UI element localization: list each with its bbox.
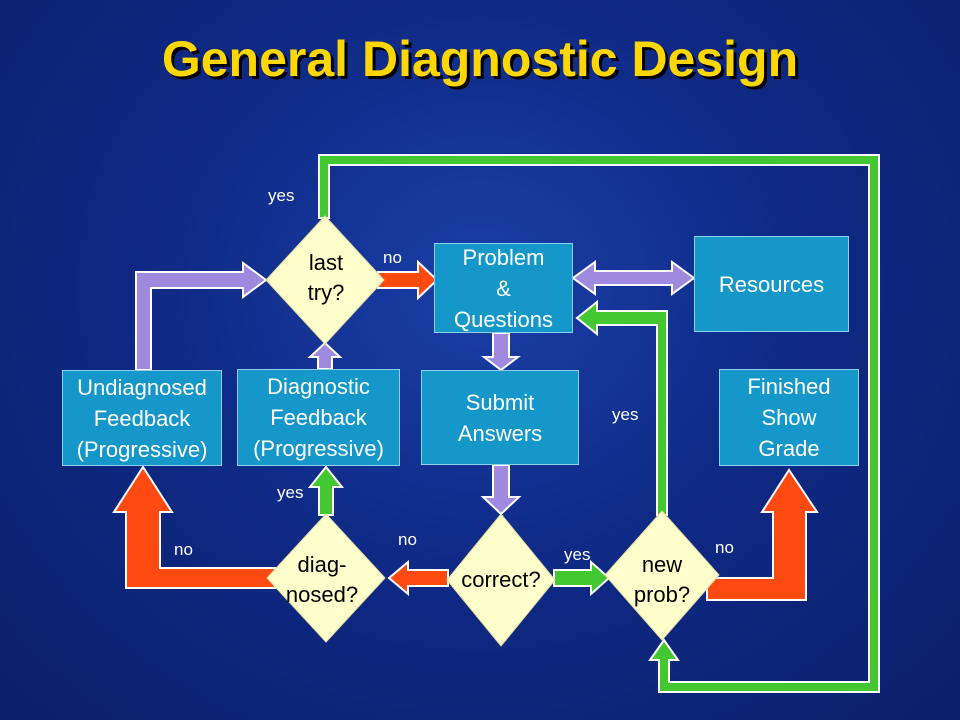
edge-label-last-try-no: no	[383, 248, 402, 267]
arrow-problem-resources	[571, 260, 696, 296]
arrow-undiagnosed-last-try	[135, 261, 268, 371]
edge-label-new-prob-yes: yes	[612, 405, 639, 424]
new-prob-line2: prob?	[633, 582, 691, 607]
finished-line1: Finished	[747, 374, 831, 399]
problem-line3: Questions	[453, 306, 554, 332]
arrow-new-prob-no	[706, 468, 819, 601]
finished-line2: Show	[761, 405, 817, 430]
edge-label-correct-no: no	[398, 530, 417, 549]
arrow-problem-submit	[481, 332, 521, 372]
new-prob-label: new prob?	[620, 550, 704, 610]
diagnosed-line2: nosed?	[285, 582, 359, 607]
resources-box: Resources	[694, 236, 849, 332]
edge-label-diagnosed-yes: yes	[277, 483, 304, 502]
problem-questions-box: Problem & Questions	[434, 243, 573, 333]
diagnostic-line2: Feedback	[270, 405, 367, 430]
problem-line2: &	[496, 275, 511, 301]
arrow-last-try-no	[377, 259, 439, 301]
finished-line3: Grade	[758, 436, 820, 461]
resources-label: Resources	[718, 271, 825, 297]
arrow-correct-yes	[553, 559, 611, 597]
edge-label-correct-yes: yes	[564, 545, 591, 564]
diagnostic-line3: (Progressive)	[253, 436, 384, 461]
arrow-diagnosed-no	[112, 465, 276, 589]
diagnosed-label: diag- nosed?	[276, 550, 368, 610]
diagnostic-line1: Diagnostic	[267, 374, 370, 399]
edge-label-diagnosed-no: no	[174, 540, 193, 559]
diagnosed-line1: diag-	[297, 552, 347, 577]
arrow-submit-correct	[480, 464, 522, 516]
undiagnosed-feedback-box: Undiagnosed Feedback (Progressive)	[62, 370, 222, 466]
last-try-label: last try?	[290, 248, 362, 308]
submit-line1: Submit	[465, 389, 535, 415]
new-prob-line1: new	[641, 552, 683, 577]
arrow-diagnosed-yes	[307, 465, 345, 516]
correct-line1: correct?	[461, 567, 541, 592]
edge-label-new-prob-no: no	[715, 538, 734, 557]
undiagnosed-line3: (Progressive)	[76, 436, 208, 462]
submit-line2: Answers	[457, 420, 543, 446]
decision-correct	[446, 513, 556, 647]
decision-new-prob	[604, 510, 720, 641]
arrow-new-prob-yes	[575, 299, 668, 516]
last-try-line1: last	[308, 250, 344, 275]
arrow-diagnostic-last-try	[307, 341, 343, 370]
edge-label-last-try-yes: yes	[268, 186, 295, 205]
arrow-correct-no	[387, 559, 449, 597]
last-try-line2: try?	[307, 280, 345, 305]
problem-line1: Problem	[462, 244, 545, 270]
undiagnosed-line2: Feedback	[93, 405, 191, 431]
diagnostic-feedback-box: Diagnostic Feedback (Progressive)	[237, 369, 400, 466]
loop-arrow-green	[318, 154, 880, 693]
decision-last-try	[265, 215, 385, 345]
page-title: General Diagnostic Design	[161, 31, 799, 87]
finished-box: Finished Show Grade	[719, 369, 859, 466]
undiagnosed-line1: Undiagnosed	[77, 374, 207, 400]
correct-label: correct?	[446, 565, 556, 595]
decision-diagnosed	[266, 513, 386, 643]
submit-answers-box: Submit Answers	[421, 370, 579, 465]
